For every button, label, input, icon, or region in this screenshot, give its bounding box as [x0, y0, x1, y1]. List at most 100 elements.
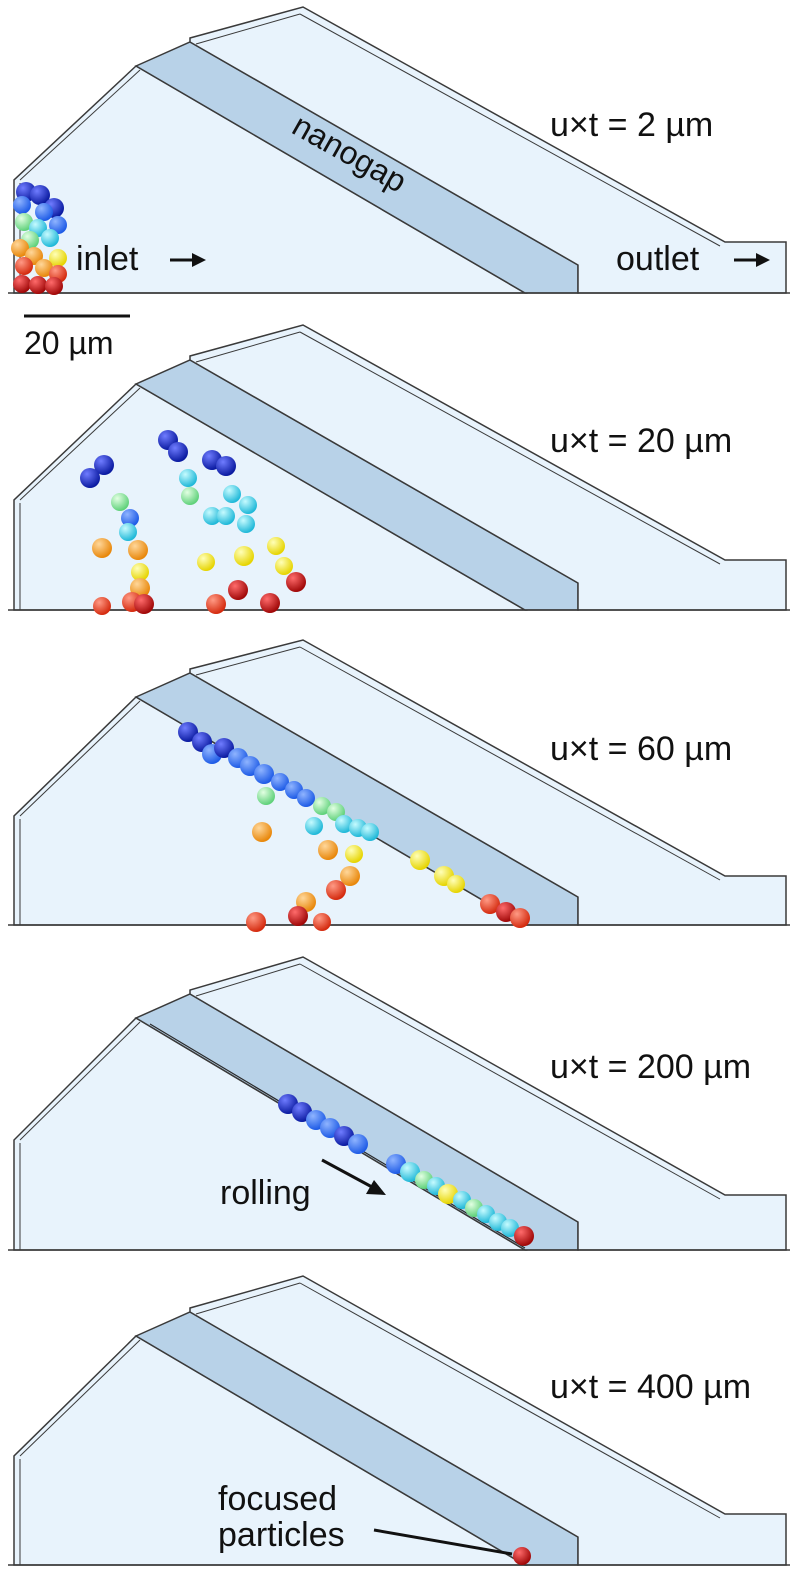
channel-right-region: [189, 639, 787, 926]
inlet-label: inlet: [76, 240, 139, 278]
particle: [93, 597, 111, 615]
particle: [94, 455, 114, 475]
top-wall-edge: [195, 331, 301, 363]
particle: [228, 580, 248, 600]
focused-label-line1: focused: [218, 1480, 337, 1518]
particle: [480, 894, 500, 914]
channel-right-region: [189, 324, 787, 611]
particle: [49, 249, 67, 267]
particle: [214, 738, 234, 758]
panel-5: u×t = 400 µm focused particles: [8, 1275, 790, 1566]
left-wall-edge: [19, 387, 141, 501]
particle: [217, 507, 235, 525]
particle: [15, 257, 33, 275]
particle: [203, 507, 221, 525]
top-wall-edge: [299, 13, 721, 247]
particle: [119, 523, 137, 541]
particle: [275, 557, 293, 575]
particle: [45, 277, 63, 295]
time-label: u×t = 60 µm: [550, 730, 732, 768]
channel-geometry: [8, 639, 790, 926]
particle: [49, 216, 67, 234]
channel-geometry: [8, 324, 790, 611]
top-wall-edge: [299, 963, 721, 1200]
particle: [271, 773, 289, 791]
time-label: u×t = 2 µm: [550, 106, 713, 144]
channel-geometry: [8, 956, 790, 1251]
particle: [111, 493, 129, 511]
particle: [257, 787, 275, 805]
particle: [510, 908, 530, 928]
top-wall-edge: [299, 1282, 721, 1519]
particle: [121, 509, 139, 527]
scale-bar-label: 20 µm: [24, 325, 114, 361]
particle: [286, 572, 306, 592]
particle-cluster: [11, 182, 67, 295]
particle: [345, 845, 363, 863]
particle: [134, 594, 154, 614]
particle: [197, 553, 215, 571]
channel-geometry: [8, 1275, 790, 1566]
focused-particle: [513, 1547, 531, 1565]
particle: [237, 515, 255, 533]
channel-geometry: [8, 6, 790, 294]
particle: [181, 487, 199, 505]
particle: [30, 185, 50, 205]
particle: [340, 866, 360, 886]
particle: [514, 1226, 534, 1246]
channel-right-region: [189, 6, 787, 294]
particle: [400, 1162, 420, 1182]
particle: [348, 1134, 368, 1154]
particle: [131, 563, 149, 581]
particle: [13, 196, 31, 214]
particle-cluster: [80, 430, 306, 615]
particle: [288, 906, 308, 926]
particle: [313, 913, 331, 931]
particle: [313, 797, 331, 815]
particle: [501, 1219, 519, 1237]
particle: [438, 1184, 458, 1204]
particle: [239, 496, 257, 514]
left-wall-edge: [19, 1339, 141, 1457]
rolling-label: rolling: [220, 1174, 311, 1212]
top-wall-edge: [299, 331, 721, 565]
panel-2: u×t = 20 µm: [8, 324, 790, 615]
particle: [335, 815, 353, 833]
channel-right-region: [189, 956, 787, 1251]
top-wall-edge: [195, 963, 301, 997]
top-wall-edge: [195, 646, 301, 676]
particle: [206, 594, 226, 614]
particle: [13, 275, 31, 293]
left-wall-edge: [19, 1021, 141, 1141]
particle: [179, 469, 197, 487]
particle: [297, 789, 315, 807]
particle: [35, 203, 53, 221]
time-label: u×t = 400 µm: [550, 1368, 751, 1406]
panel-4: u×t = 200 µm rolling: [8, 956, 790, 1251]
particle: [447, 875, 465, 893]
particle-cluster: [178, 722, 530, 932]
outlet-label: outlet: [616, 240, 700, 278]
particle: [305, 817, 323, 835]
particle: [15, 213, 33, 231]
particle-cluster: [278, 1094, 534, 1246]
channel-right-region: [189, 1275, 787, 1566]
time-label: u×t = 20 µm: [550, 422, 732, 460]
particle: [246, 912, 266, 932]
particle: [267, 537, 285, 555]
time-label: u×t = 200 µm: [550, 1048, 751, 1086]
particle: [254, 764, 274, 784]
top-wall-edge: [195, 13, 301, 45]
panel-3: u×t = 60 µm: [8, 639, 790, 932]
rolling-arrow-icon: [321, 1158, 386, 1195]
particle: [318, 840, 338, 860]
particle: [216, 456, 236, 476]
particle: [41, 229, 59, 247]
particle: [178, 722, 198, 742]
top-wall-edge: [299, 646, 721, 881]
left-wall-edge: [19, 700, 141, 817]
particle: [223, 485, 241, 503]
particle: [35, 259, 53, 277]
particle: [234, 546, 254, 566]
